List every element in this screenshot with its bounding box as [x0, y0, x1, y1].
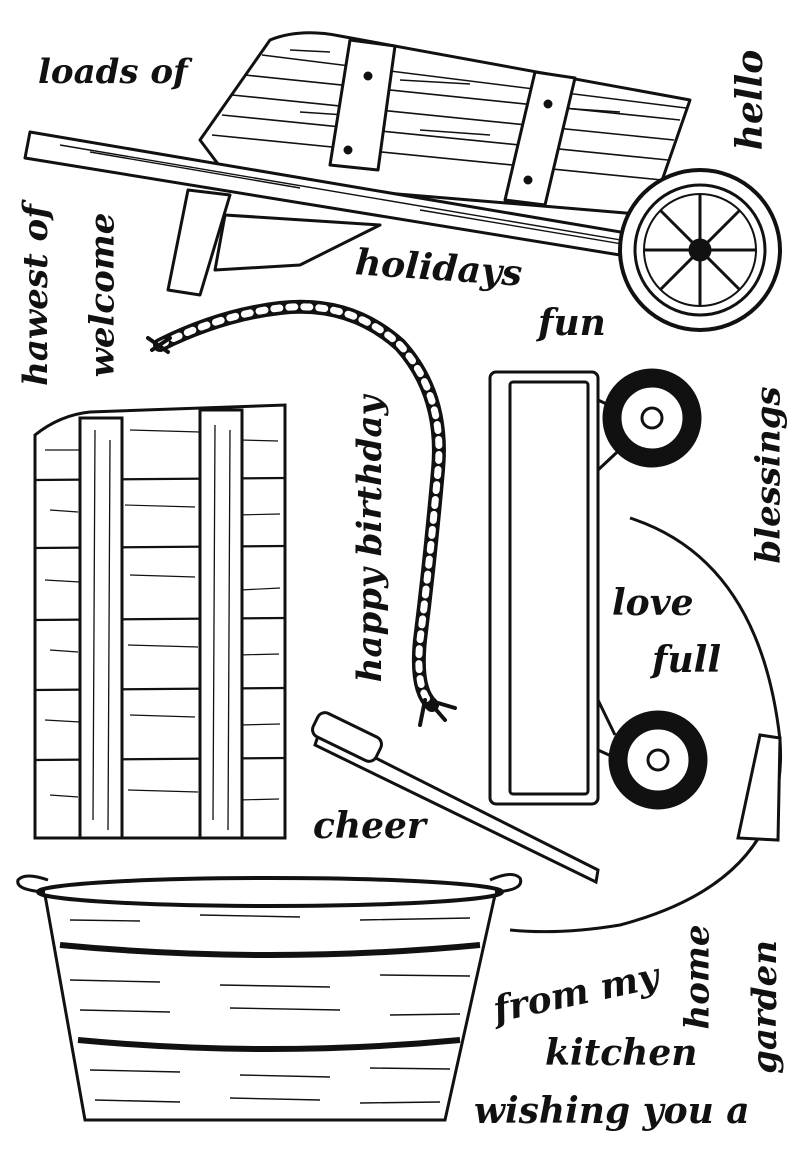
word-loads-of: loads of — [38, 52, 188, 92]
word-cheer: cheer — [313, 805, 426, 847]
word-fun: fun — [538, 302, 606, 344]
word-hello: hello — [729, 49, 772, 151]
word-blessings: blessings — [748, 386, 789, 564]
word-welcome: welcome — [82, 212, 123, 378]
word-wishing-you-a: wishing you a — [474, 1090, 750, 1132]
word-garden: garden — [744, 940, 785, 1074]
word-home: home — [677, 924, 718, 1030]
word-hawest-of: hawest of — [15, 204, 56, 386]
word-happy-birthday: happy birthday — [350, 395, 391, 683]
word-love: love — [612, 582, 694, 624]
word-holidays: holidays — [353, 241, 524, 295]
word-full: full — [652, 639, 722, 681]
word-kitchen: kitchen — [545, 1032, 698, 1074]
